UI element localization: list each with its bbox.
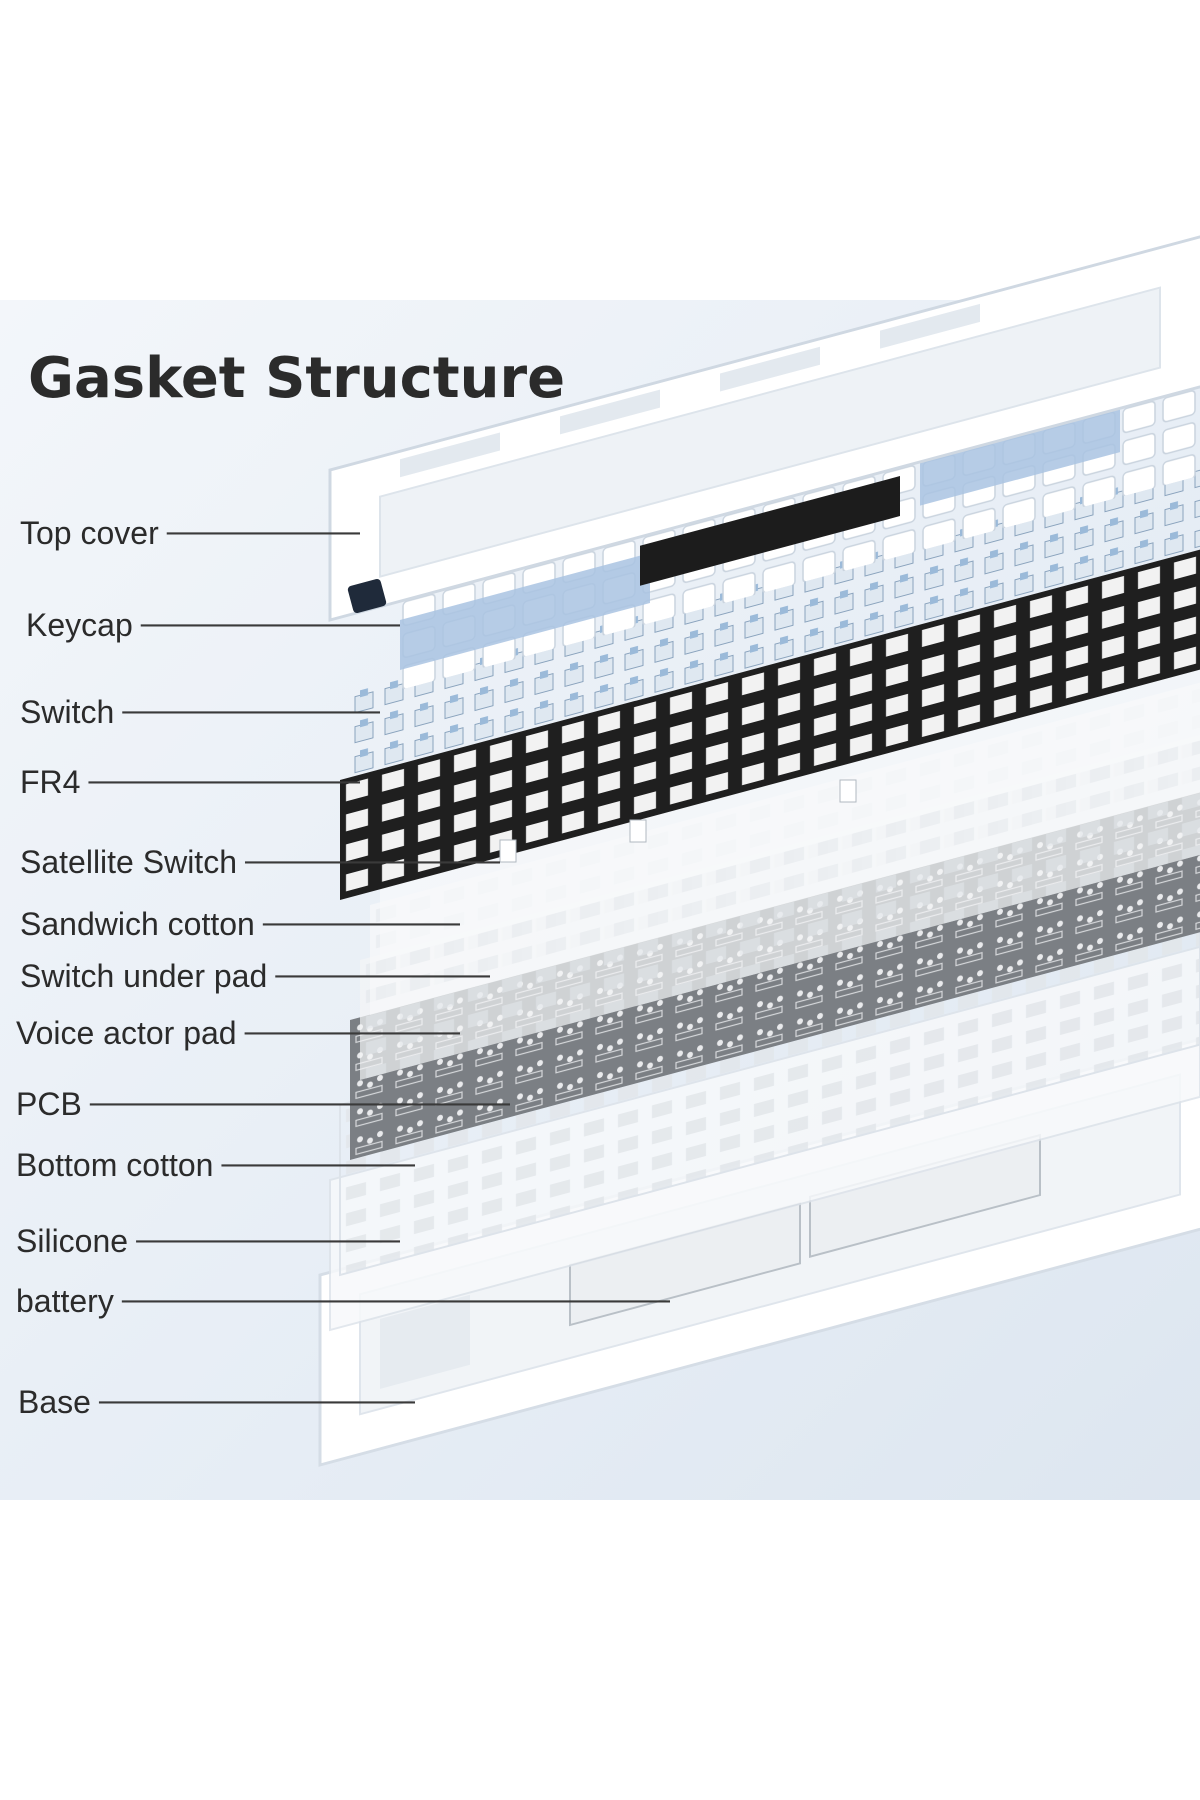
loose-keycap xyxy=(347,578,387,614)
label-battery: battery xyxy=(16,1283,114,1319)
battery-layer xyxy=(569,1133,1041,1327)
page-title: Gasket Structure xyxy=(28,346,565,411)
label-satellite-switch: Satellite Switch xyxy=(20,844,237,880)
label-silicone: Silicone xyxy=(16,1223,128,1259)
label-switch-under-pad: Switch under pad xyxy=(20,958,267,994)
exploded-keyboard-illustration xyxy=(318,232,1200,1467)
label-keycap: Keycap xyxy=(26,607,133,643)
label-fr4: FR4 xyxy=(20,764,80,800)
label-bottom-cotton: Bottom cotton xyxy=(16,1147,213,1183)
fr4-plate-layer xyxy=(340,549,1200,900)
satellite-switch-parts xyxy=(499,779,857,863)
label-base: Base xyxy=(18,1384,91,1420)
label-top-cover: Top cover xyxy=(20,515,159,551)
label-sandwich-cotton: Sandwich cotton xyxy=(20,906,255,942)
label-voice-actor-pad: Voice actor pad xyxy=(16,1015,237,1051)
label-pcb: PCB xyxy=(16,1086,82,1122)
label-switch: Switch xyxy=(20,694,114,730)
switch-layer xyxy=(350,462,1200,780)
keycap-layer xyxy=(400,385,1200,690)
top-cover-layer xyxy=(328,232,1200,622)
